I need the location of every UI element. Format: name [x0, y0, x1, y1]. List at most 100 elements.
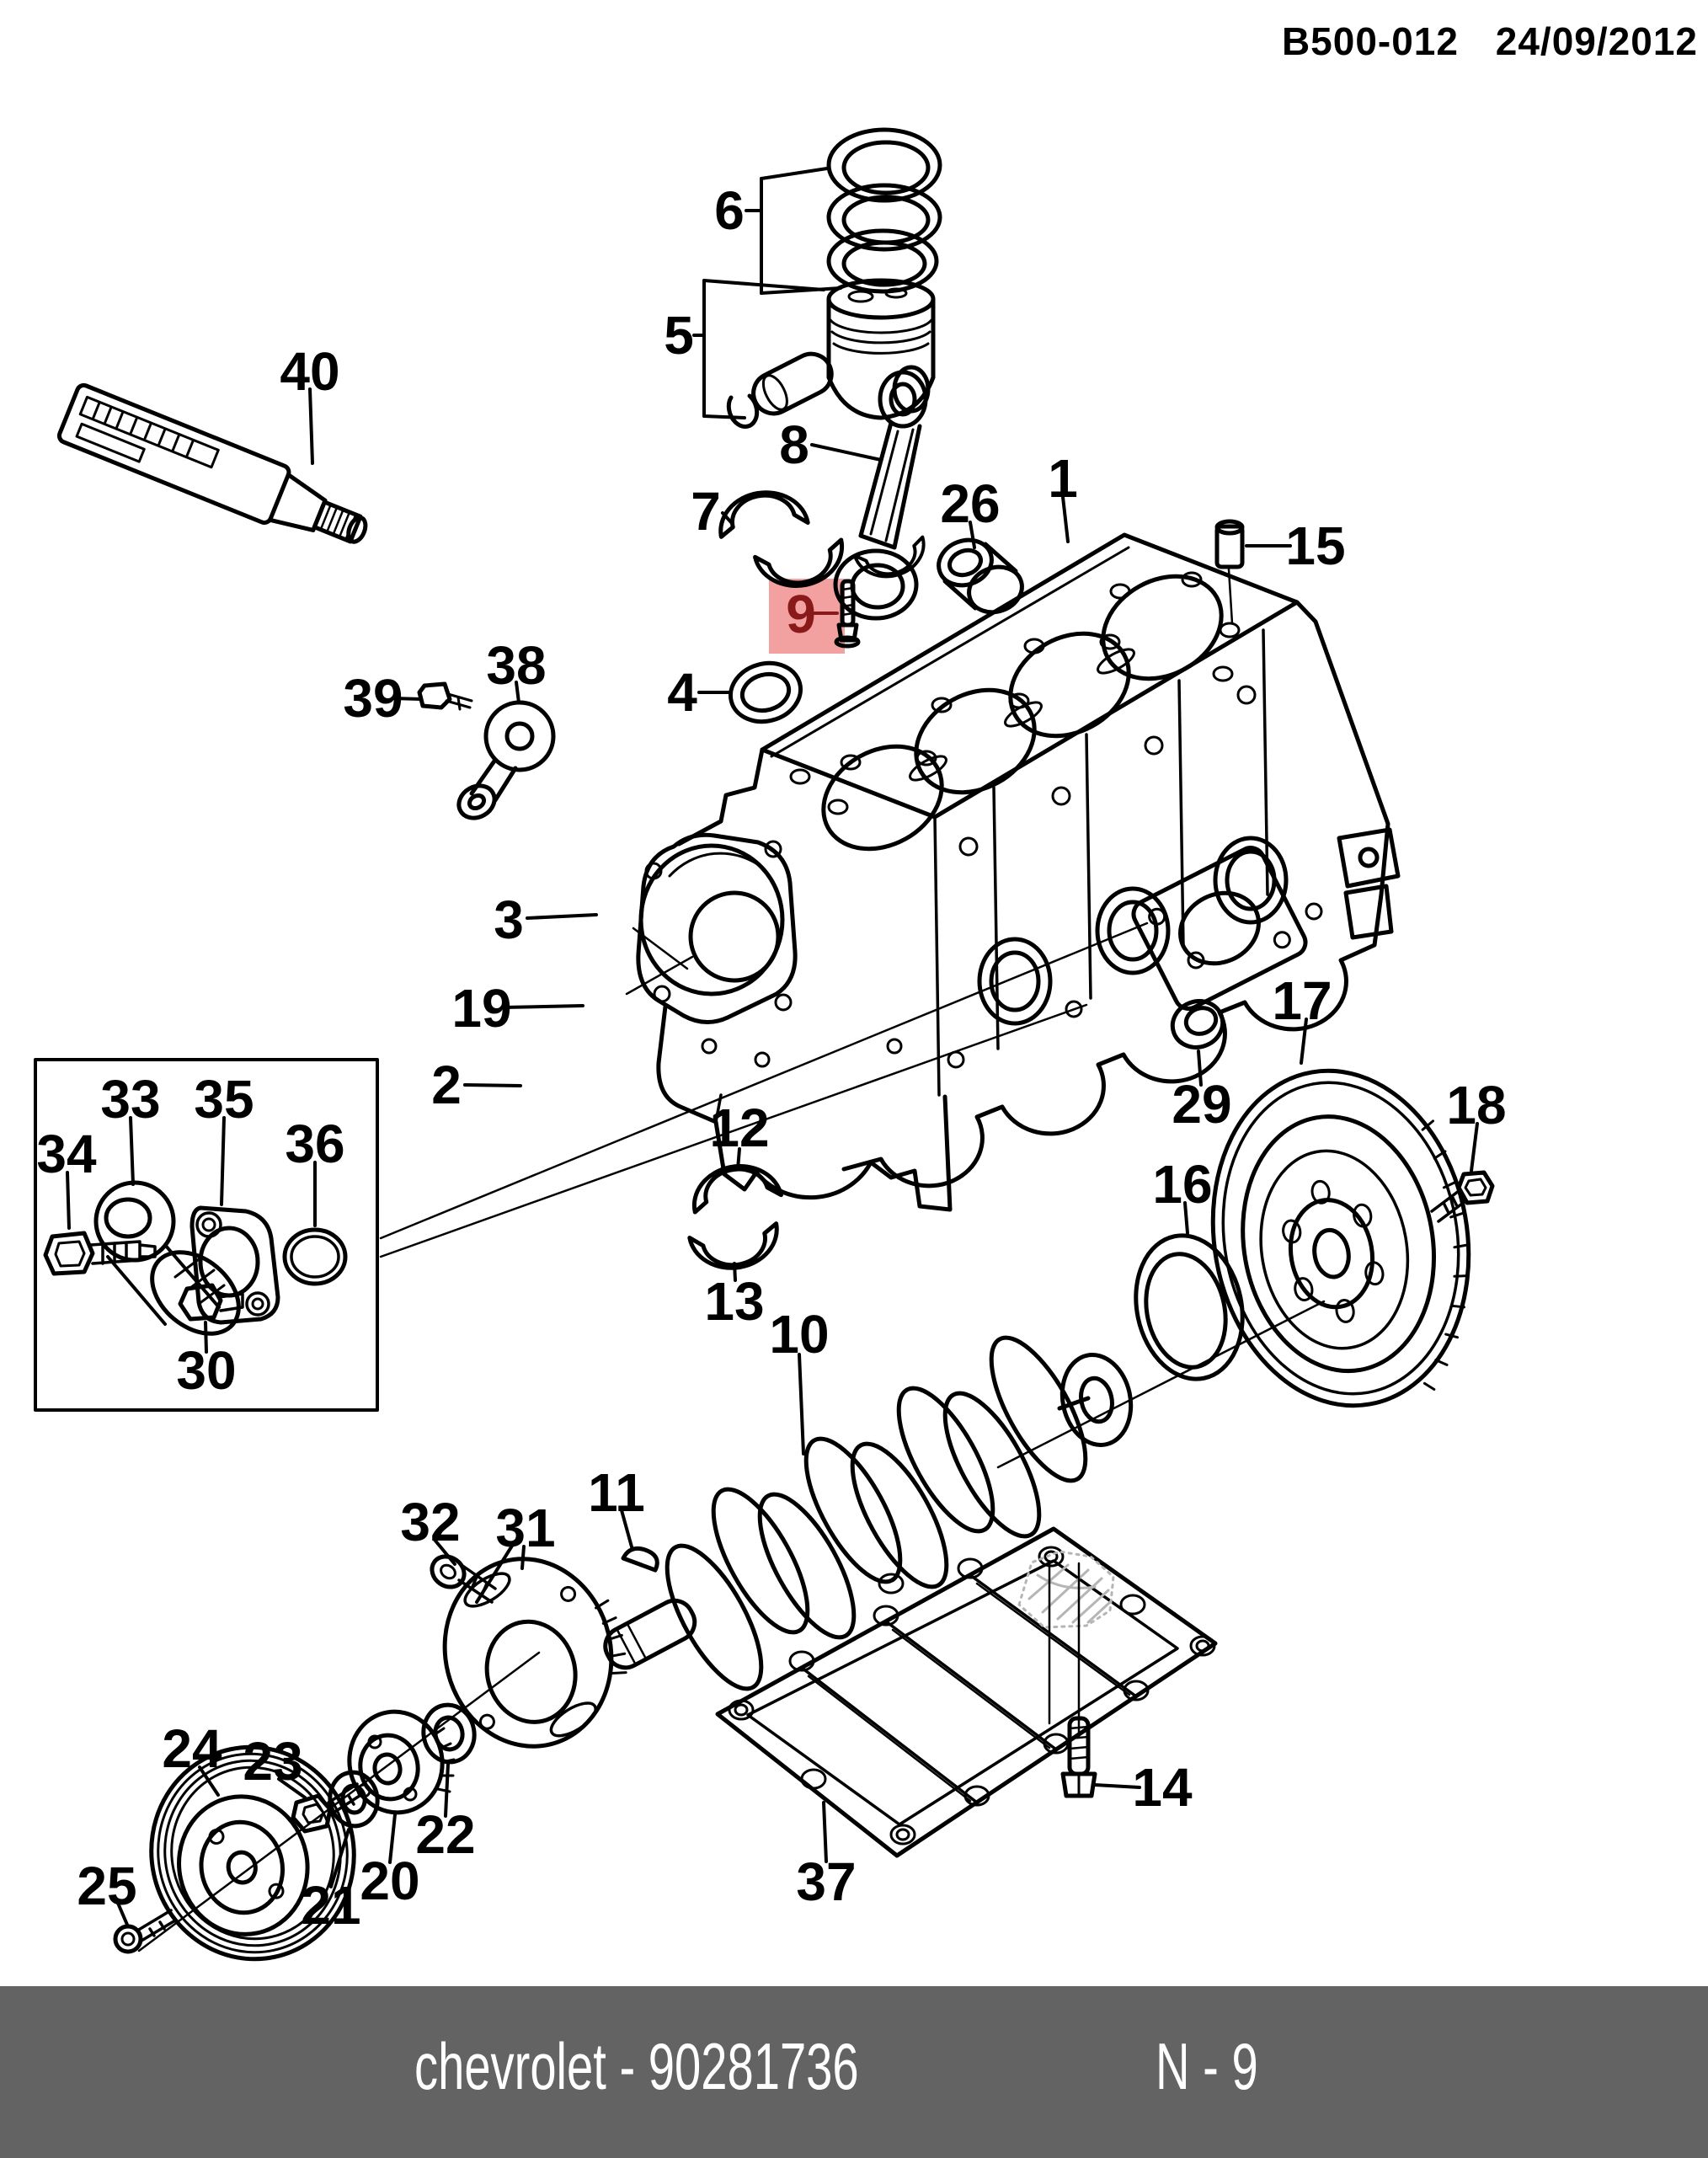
callout-34[interactable]: 34 [36, 1124, 97, 1184]
guide-line-layer [137, 568, 1326, 1952]
callout-40[interactable]: 40 [280, 341, 339, 402]
leader-line-6 [760, 286, 842, 295]
bushing-art [937, 537, 1024, 615]
leader-line-17 [1300, 1018, 1308, 1065]
leader-line-19 [502, 1004, 584, 1009]
leader-line-34 [66, 1171, 71, 1230]
bolt30-art [178, 1283, 244, 1322]
leader-line-3 [526, 913, 598, 920]
callout-1[interactable]: 1 [1048, 448, 1078, 509]
leader-line-6 [760, 167, 829, 180]
sealant-tube-art [56, 382, 368, 544]
callout-15[interactable]: 15 [1285, 515, 1345, 576]
callout-31[interactable]: 31 [495, 1498, 555, 1558]
guide-line [632, 927, 689, 970]
callout-13[interactable]: 13 [704, 1271, 764, 1332]
callout-23[interactable]: 23 [243, 1731, 302, 1792]
callout-37[interactable]: 37 [796, 1851, 856, 1912]
callout-7[interactable]: 7 [691, 481, 721, 542]
callout-10[interactable]: 10 [769, 1304, 829, 1365]
footer-part-number: chevrolet - 90281736 [414, 2029, 859, 2103]
callout-4[interactable]: 4 [667, 662, 697, 723]
callout-21[interactable]: 21 [301, 1875, 360, 1936]
washer21-art [328, 1770, 380, 1829]
guide-line [137, 1651, 541, 1952]
leader-line-33 [129, 1116, 135, 1186]
callout-32[interactable]: 32 [400, 1492, 460, 1552]
connecting-rod-art [833, 370, 928, 621]
callout-24[interactable]: 24 [162, 1718, 222, 1779]
leader-line-39 [391, 697, 423, 701]
leader-line-23 [277, 1777, 307, 1799]
leader-line-7 [721, 511, 733, 524]
callout-38[interactable]: 38 [486, 635, 546, 696]
callout-29[interactable]: 29 [1172, 1074, 1231, 1135]
guide-line [625, 955, 694, 996]
leader-line-13 [733, 1262, 737, 1282]
inset-box [34, 1058, 379, 1412]
knock-sensor-art [456, 700, 556, 820]
leader-line-38 [515, 681, 520, 704]
piston-rings-art [826, 127, 942, 294]
callout-2[interactable]: 2 [431, 1055, 462, 1115]
guide-line [379, 1003, 1088, 1258]
leader-line-35 [220, 1116, 226, 1206]
callout-11[interactable]: 11 [588, 1462, 645, 1523]
leader-line-2 [463, 1083, 522, 1087]
backing-plate-art [442, 1557, 627, 1749]
callout-26[interactable]: 26 [940, 473, 1000, 534]
bolt18-art [1430, 1170, 1495, 1223]
leader-line-26 [969, 521, 976, 549]
leader-line-14 [1093, 1783, 1141, 1789]
callout-39[interactable]: 39 [343, 668, 403, 729]
ghost-part-art [1017, 1550, 1115, 1629]
callout-35[interactable]: 35 [194, 1069, 254, 1130]
callout-6[interactable]: 6 [714, 180, 745, 241]
key-art [621, 1546, 659, 1573]
callout-8[interactable]: 8 [779, 414, 809, 475]
bolt32-art [430, 1554, 497, 1604]
callout-12[interactable]: 12 [709, 1098, 769, 1158]
engine-diagram-art [34, 127, 1495, 1962]
callout-16[interactable]: 16 [1152, 1154, 1212, 1215]
footer-bar: chevrolet - 90281736 N - 9 [0, 1986, 1708, 2158]
rod-bolt-art [834, 579, 861, 649]
callout-20[interactable]: 20 [360, 1851, 419, 1911]
leader-line-12 [736, 1147, 741, 1171]
callout-19[interactable]: 19 [451, 978, 511, 1039]
leader-line-8 [810, 443, 883, 462]
callout-22[interactable]: 22 [415, 1804, 475, 1865]
guide-line [1227, 568, 1234, 625]
leader-line-40 [308, 387, 314, 465]
bolt39-art [417, 681, 473, 711]
flywheel-art [1210, 1068, 1471, 1408]
callout-17[interactable]: 17 [1272, 970, 1332, 1031]
guide-line [996, 1300, 1326, 1469]
callout-30[interactable]: 30 [176, 1340, 236, 1401]
flange35-art [189, 1205, 280, 1325]
page-header: B500-012 24/09/2012 [1257, 19, 1698, 64]
callout-14[interactable]: 14 [1132, 1757, 1193, 1818]
highlight-layer [769, 579, 845, 654]
leader-line-24 [198, 1765, 220, 1797]
leader-line-25 [115, 1899, 129, 1926]
bolt34-art [43, 1231, 157, 1276]
leader-line-37 [822, 1801, 828, 1863]
callout-9[interactable]: 9 [786, 584, 816, 644]
sensor33-art [93, 1180, 241, 1336]
dowel-art [1214, 519, 1245, 569]
gasket-art [715, 1526, 1218, 1858]
callout-5[interactable]: 5 [664, 305, 694, 366]
callout-18[interactable]: 18 [1446, 1075, 1506, 1135]
leader-line-5 [702, 414, 746, 419]
callout-3[interactable]: 3 [494, 889, 524, 950]
washer22-art [421, 1702, 477, 1765]
leader-line-32 [433, 1538, 456, 1566]
callout-33[interactable]: 33 [100, 1069, 160, 1130]
seal29-art [1170, 999, 1225, 1050]
callout-25[interactable]: 25 [77, 1856, 136, 1916]
guide-line [379, 921, 1149, 1240]
leader-line-31 [520, 1545, 526, 1570]
callout-36[interactable]: 36 [285, 1114, 344, 1174]
